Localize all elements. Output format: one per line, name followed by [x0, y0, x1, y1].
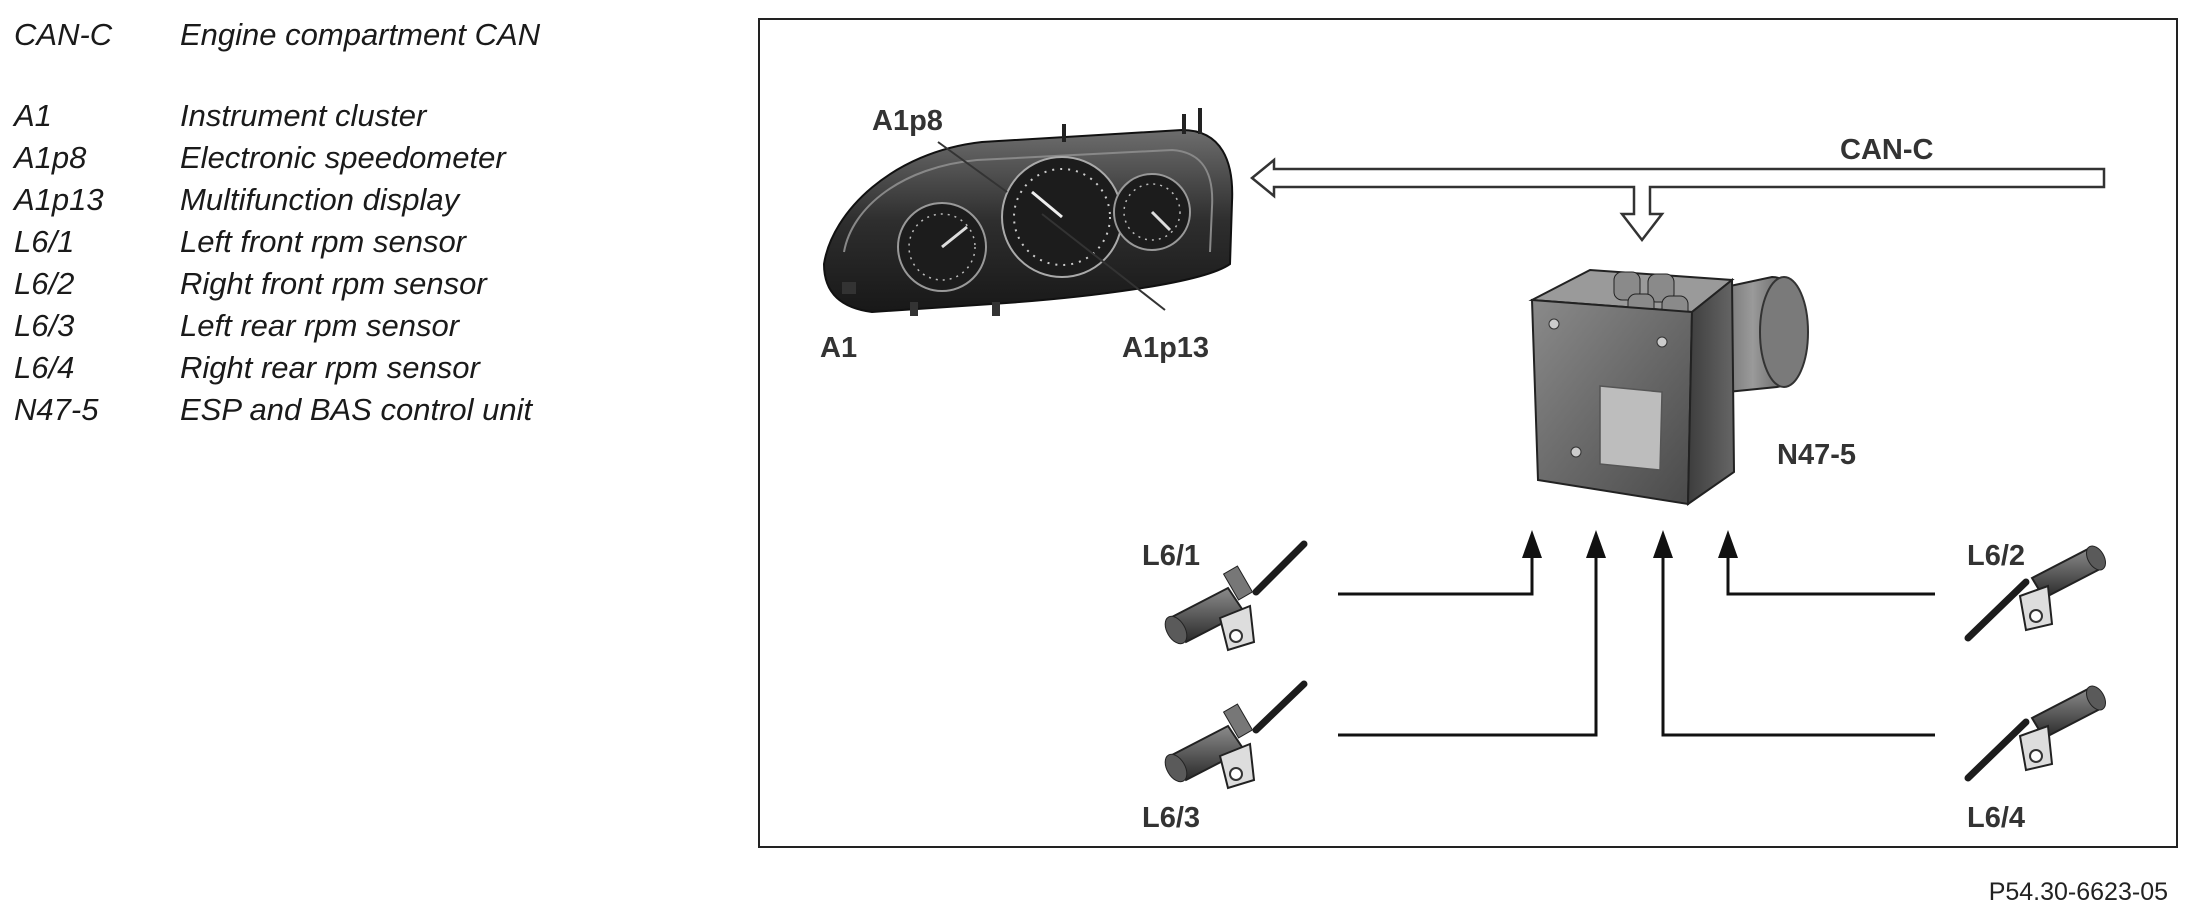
leader-a1p13 — [1041, 213, 1166, 311]
legend-row-can-c: CAN-C Engine compartment CAN — [14, 14, 540, 56]
label-a1: A1 — [820, 332, 857, 364]
legend-code: A1p13 — [14, 182, 104, 217]
leader-a1p8 — [937, 141, 1008, 193]
legend-row-l6-2: L6/2 Right front rpm sensor — [14, 263, 540, 305]
label-l6-1: L6/1 — [1142, 540, 1200, 572]
diagram-frame: A1p8 A1 A1p13 CAN-C N47-5 L6/1 L6/2 L6/3… — [758, 18, 2178, 848]
legend-code: L6/3 — [14, 308, 75, 343]
legend-code: A1 — [14, 98, 52, 133]
legend-desc: Right front rpm sensor — [180, 266, 487, 301]
label-can-c: CAN-C — [1840, 134, 1933, 166]
legend-desc: Left rear rpm sensor — [180, 308, 460, 343]
legend-code: L6/1 — [14, 224, 75, 259]
legend-desc: Engine compartment CAN — [180, 17, 541, 52]
legend-code: L6/2 — [14, 266, 75, 301]
rpm-sensor-l6-2 — [1964, 545, 2106, 642]
legend-desc: Instrument cluster — [180, 98, 427, 133]
rpm-sensor-l6-4 — [1964, 685, 2106, 782]
legend-code: A1p8 — [14, 140, 87, 175]
legend-desc: ESP and BAS control unit — [180, 392, 533, 427]
rpm-sensor-l6-3 — [1164, 680, 1308, 790]
label-l6-2: L6/2 — [1967, 540, 2025, 572]
esp-bas-control-unit — [1528, 268, 1809, 506]
legend-desc: Electronic speedometer — [180, 140, 506, 175]
rpm-sensor-l6-1 — [1164, 540, 1308, 652]
legend-row-a1p8: A1p8 Electronic speedometer — [14, 137, 540, 179]
legend-desc: Left front rpm sensor — [180, 224, 467, 259]
figure-reference: P54.30-6623-05 — [1988, 878, 2168, 906]
sensor-connection-lines — [1338, 550, 1935, 737]
legend-code: N47-5 — [14, 392, 99, 427]
can-c-bus-arrow — [1250, 157, 2106, 243]
arrowheads — [1522, 530, 1738, 558]
legend-code: L6/4 — [14, 350, 75, 385]
legend-desc: Multifunction display — [180, 182, 460, 217]
instrument-cluster — [822, 108, 1234, 316]
diagram-canvas: A1p8 A1 A1p13 CAN-C N47-5 L6/1 L6/2 L6/3… — [820, 105, 2106, 834]
legend-row-a1: A1 Instrument cluster — [14, 95, 540, 137]
legend: CAN-C Engine compartment CAN A1 Instrume… — [14, 14, 540, 431]
legend-row-a1p13: A1p13 Multifunction display — [14, 179, 540, 221]
label-l6-3: L6/3 — [1142, 802, 1200, 834]
label-n47-5: N47-5 — [1777, 439, 1856, 471]
legend-row-l6-1: L6/1 Left front rpm sensor — [14, 221, 540, 263]
legend-code: CAN-C — [14, 17, 113, 52]
legend-row-l6-3: L6/3 Left rear rpm sensor — [14, 305, 540, 347]
label-l6-4: L6/4 — [1967, 802, 2025, 834]
legend-row-n47-5: N47-5 ESP and BAS control unit — [14, 389, 540, 431]
label-a1p13: A1p13 — [1122, 332, 1209, 364]
legend-desc: Right rear rpm sensor — [180, 350, 480, 385]
legend-row-l6-4: L6/4 Right rear rpm sensor — [14, 347, 540, 389]
label-a1p8: A1p8 — [872, 105, 943, 137]
